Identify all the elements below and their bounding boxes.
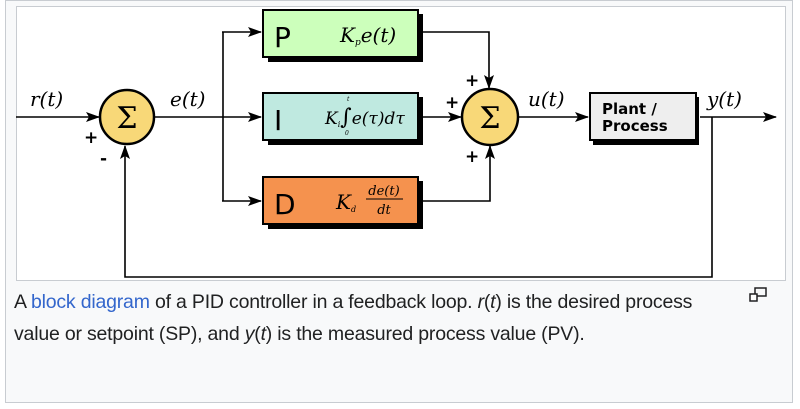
r-label: r(t) [30, 87, 63, 111]
plant-label-line1: Plant / [602, 100, 657, 118]
figure-caption: A block diagram of a PID controller in a… [14, 291, 693, 345]
sigma-symbol: Σ [479, 101, 500, 136]
p-to-sum2-line [423, 31, 494, 89]
sum-junction-2: Σ [460, 87, 520, 147]
y-variable: y [244, 323, 255, 345]
caption-text-1: of a PID controller in a feedback loop. [149, 291, 478, 313]
u-label: u(t) [528, 87, 565, 111]
sigma-symbol: Σ [116, 101, 137, 136]
r-arg: t [490, 291, 496, 313]
p-formula: Kpe(t) [339, 23, 396, 48]
feedback-loop-line [120, 117, 713, 278]
d-letter: D [274, 188, 296, 221]
d-formula-k: Kd [335, 190, 356, 214]
y-arg: t [260, 323, 266, 345]
sum-junction-1: Σ [98, 88, 156, 146]
sum2-plus-top: + [465, 71, 479, 91]
integral-lower-limit: 0 [345, 130, 349, 137]
i-letter: I [274, 104, 282, 137]
d-block[interactable]: D Kd de(t) dt [262, 176, 423, 229]
sum2-plus-bottom: + [465, 147, 479, 167]
sum1-plus-sign: + [84, 128, 98, 148]
d-to-sum2-line [423, 145, 495, 202]
y-label: y(t) [706, 87, 742, 111]
sum1-minus-sign: - [100, 149, 107, 169]
e-label: e(t) [170, 87, 205, 111]
plant-label-line2: Process [602, 117, 668, 135]
d-frac-denominator: dt [377, 203, 391, 218]
p-letter: P [274, 21, 291, 54]
r-variable: r [477, 291, 485, 313]
block-diagram-link[interactable]: block diagram [30, 291, 150, 313]
enlarge-icon[interactable] [748, 287, 768, 303]
d-frac-numerator: de(t) [368, 184, 399, 199]
plant-block[interactable]: Plant / Process [589, 92, 699, 145]
i-formula: Ki∫e(τ)dτ [324, 105, 405, 130]
caption-text-3: is the measured process value (PV). [272, 323, 585, 345]
pid-block-diagram[interactable]: r(t) Σ + - e(t) P Kpe(t) I Ki∫e(τ)dτ t 0… [0, 0, 800, 290]
sum2-plus-left: + [445, 93, 459, 113]
integral-upper-limit: t [347, 96, 350, 103]
caption-text-2: is the desired process value or setpoint… [14, 291, 693, 345]
i-block[interactable]: I Ki∫e(τ)dτ t 0 [262, 92, 423, 145]
p-block[interactable]: P Kpe(t) [262, 9, 423, 62]
caption-prefix: A [14, 291, 31, 313]
